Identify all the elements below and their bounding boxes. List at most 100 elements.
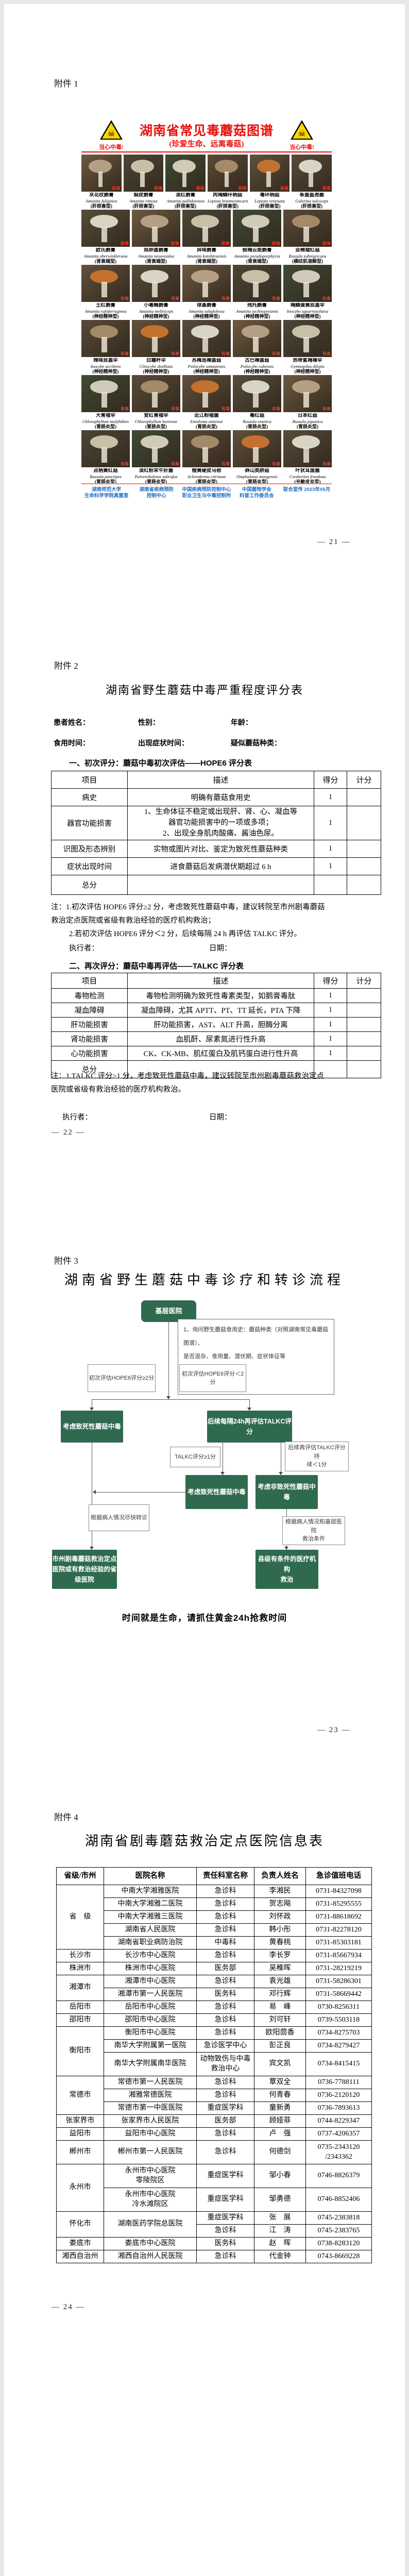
hospital-name-cell: 常德市第一中医医院 [104, 2102, 197, 2115]
mushroom-toxin-type: (胃肠炎型) [246, 479, 268, 484]
mushroom-latin-name: Chlorophyllum molybdites [82, 419, 129, 424]
mushroom-stem-shape [253, 392, 259, 408]
mushroom-stem-shape [140, 172, 145, 188]
department-cell: 医务部 [196, 2114, 254, 2128]
department-cell: 急诊科 [196, 2140, 254, 2164]
mushroom-latin-name: Amanita oberwinklerana [83, 253, 128, 259]
skull-icon: ☠ [107, 129, 115, 139]
phone-cell: 0731-82278120 [305, 1923, 372, 1937]
mushroom-name: 变红青褶伞 [144, 413, 168, 418]
mushroom-stem-shape [224, 172, 229, 188]
mushroom-photo: 剧毒 [81, 155, 122, 192]
hope6-note-3: 2.若初次评估 HOPE6 评分＜2 分，后续每隔 24 h 再评估 TALKC… [69, 930, 302, 938]
mushroom-latin-name: Amanita melleiceps [139, 309, 174, 314]
mushroom-name: 裂皮鹅膏 [133, 193, 154, 198]
mushroom-latin-name: Omphalotus mangensis [236, 474, 278, 479]
mushroom-cap-shape [292, 380, 320, 394]
person-cell: 张 展 [254, 2211, 306, 2225]
mushroom-toxin-type: (肾衰竭型) [145, 259, 167, 264]
toxicity-mark: 有毒 [171, 351, 179, 356]
hospital-name-cell: 湘潭市中心医院 [104, 1975, 197, 1988]
region-cell: 衡阳市 [56, 2026, 104, 2076]
hospital-name-cell: 永州市中心医院 冷水滩院区 [104, 2188, 197, 2212]
mushroom-photo: 有毒 [132, 430, 180, 467]
person-cell: 韩小彤 [254, 1923, 306, 1937]
mushroom-stem-shape [182, 172, 187, 188]
mushroom-name: 莽山类脐菇 [245, 468, 269, 473]
toxicity-mark: 剧毒 [221, 241, 230, 246]
flow-node-nonfatal: 考虑非致死性蘑菇中毒 [255, 1475, 318, 1509]
department-cell: 动物致伤与中毒 救治中心 [196, 2052, 254, 2076]
phone-cell: 0743-8669228 [305, 2250, 372, 2263]
mushroom-stem-shape [303, 447, 309, 463]
toxicity-mark: 剧毒 [171, 241, 179, 246]
hospital-name-cell: 中南大学湘雅二医院 [104, 1897, 197, 1911]
sex-label: 性别： [138, 718, 160, 726]
mushroom-photo: 有毒 [182, 375, 231, 412]
mushroom-latin-name: Psilocybe cubensis [240, 364, 274, 369]
toxicity-mark: 有毒 [272, 462, 280, 466]
arrow-left-icon [93, 1490, 96, 1494]
mushroom-name: 叶状耳盘菌 [295, 468, 320, 473]
mushroom-photo: 有毒 [182, 430, 231, 467]
mushroom-photo: 有毒 [283, 265, 332, 302]
mushroom-cap-shape [191, 270, 219, 283]
mushroom-toxin-type: (肝损害型) [132, 204, 155, 209]
poster-credits: 湖南师范大学生命科学学院真菌室湖南省疾病预防控制中心中国疾病预防控制中心职业卫生… [81, 487, 332, 499]
phone-cell: 0736-7893613 [305, 2102, 372, 2115]
item-cell: 病史 [51, 788, 128, 806]
mushroom-cap-shape [292, 325, 320, 338]
phone-cell: 0731-85667934 [305, 1949, 372, 1962]
hospital-name-cell: 湘西自治州人民医院 [104, 2250, 197, 2263]
page-number-23: — 23 — [317, 1726, 351, 1734]
mushroom-toxin-type: (胃肠炎型) [145, 479, 167, 484]
person-cell: 刘怀政 [254, 1910, 306, 1924]
mushroom-toxin-type: (胃肠炎型) [95, 424, 116, 429]
mushroom-name: 条盖盔孢菌 [299, 193, 324, 198]
mushroom-cap-shape [88, 160, 112, 173]
phone-cell: 0731-88618692 [305, 1910, 372, 1924]
col-score: 得分 [314, 973, 347, 989]
mushroom-cap-shape [191, 215, 219, 228]
mushroom-latin-name: Inocybe squarrosolutea [286, 309, 329, 314]
person-cell: 袁光雄 [254, 1975, 306, 1988]
table-row: 毒物检测 毒物检测明确为致死性毒素类型，如鹅膏毒肽 1 [51, 988, 381, 1003]
mushroom-cap-shape [292, 270, 320, 283]
phone-cell: 0734-8279427 [305, 2039, 372, 2053]
department-cell: 急诊科 [196, 1949, 254, 1962]
page-number-22: — 22 — [52, 1128, 85, 1137]
department-cell: 医务科 [196, 1988, 254, 2001]
flow-cond-talkc-high: TALKC评分≥1分 [170, 1447, 220, 1467]
credit-organization: 联合宣传 2023年05月 [282, 487, 332, 499]
count-cell [347, 875, 381, 895]
mushroom-stem-shape [202, 447, 208, 463]
table-row: 器官功能损害 1、生命体征不稳定或出现肝、肾、心、凝血等 器官功能损害中的一项或… [51, 805, 381, 841]
department-cell: 重症医学科 [196, 2102, 254, 2115]
phone-cell: 0744-8229347 [305, 2114, 372, 2128]
count-cell [347, 1031, 381, 1046]
person-cell: 江 涛 [254, 2224, 306, 2238]
department-cell: 中毒科 [196, 1936, 254, 1950]
mushroom-stem-shape [303, 227, 309, 243]
mushroom-latin-name: Russula subnigricans [288, 253, 327, 259]
desc-cell: 进食蘑菇后发病潜伏期超过 6 h [127, 857, 314, 876]
col-count: 计分 [347, 973, 381, 989]
frame-top [0, 0, 409, 4]
